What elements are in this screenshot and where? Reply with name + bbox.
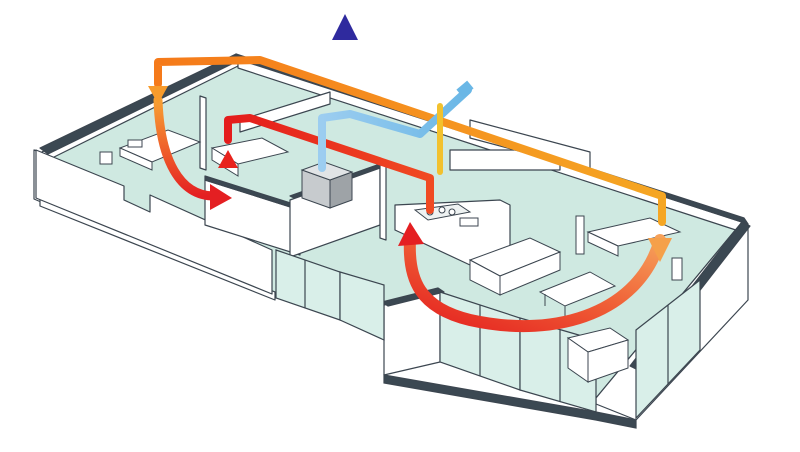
unit-top [300,161,354,181]
sofa-side [499,251,561,296]
furniture [99,129,683,383]
right-down-arrow-icon [648,238,672,262]
side-table [671,257,683,281]
exhaust-arrow-icon [332,14,358,40]
bedroom-flow-arrow [153,95,219,201]
left-down-arrow-icon [148,86,168,104]
bath-flow-arrow-icon [218,150,238,168]
bed-pillow [127,139,143,148]
ventilation-unit [300,161,354,209]
glass-panel-2 [339,271,385,341]
flow-arrows [148,86,672,333]
bedroom-partition [199,95,207,171]
sideboard-front [587,231,619,257]
hob-burner-3 [448,208,456,216]
floor-lamp [575,215,585,255]
supply-duct-hot [224,114,434,214]
kitchen-sink [459,217,479,227]
ducts [154,36,666,226]
nightstand [99,151,113,165]
front-base [383,374,637,429]
supply-duct-warm [154,56,666,226]
bedroom-flow-arrow-head [210,184,232,210]
kitchen-partition [379,163,387,241]
living-flow-arrow [403,234,666,333]
living-flow-arrow-head [398,222,424,246]
intake-duct [318,86,472,172]
armchair-side [587,339,629,383]
hob-burner-2 [438,206,446,214]
intake-inlet-cap [456,80,474,98]
bed-side [119,147,153,171]
coffee-table [538,271,617,307]
front-wall-left-face [35,149,273,295]
